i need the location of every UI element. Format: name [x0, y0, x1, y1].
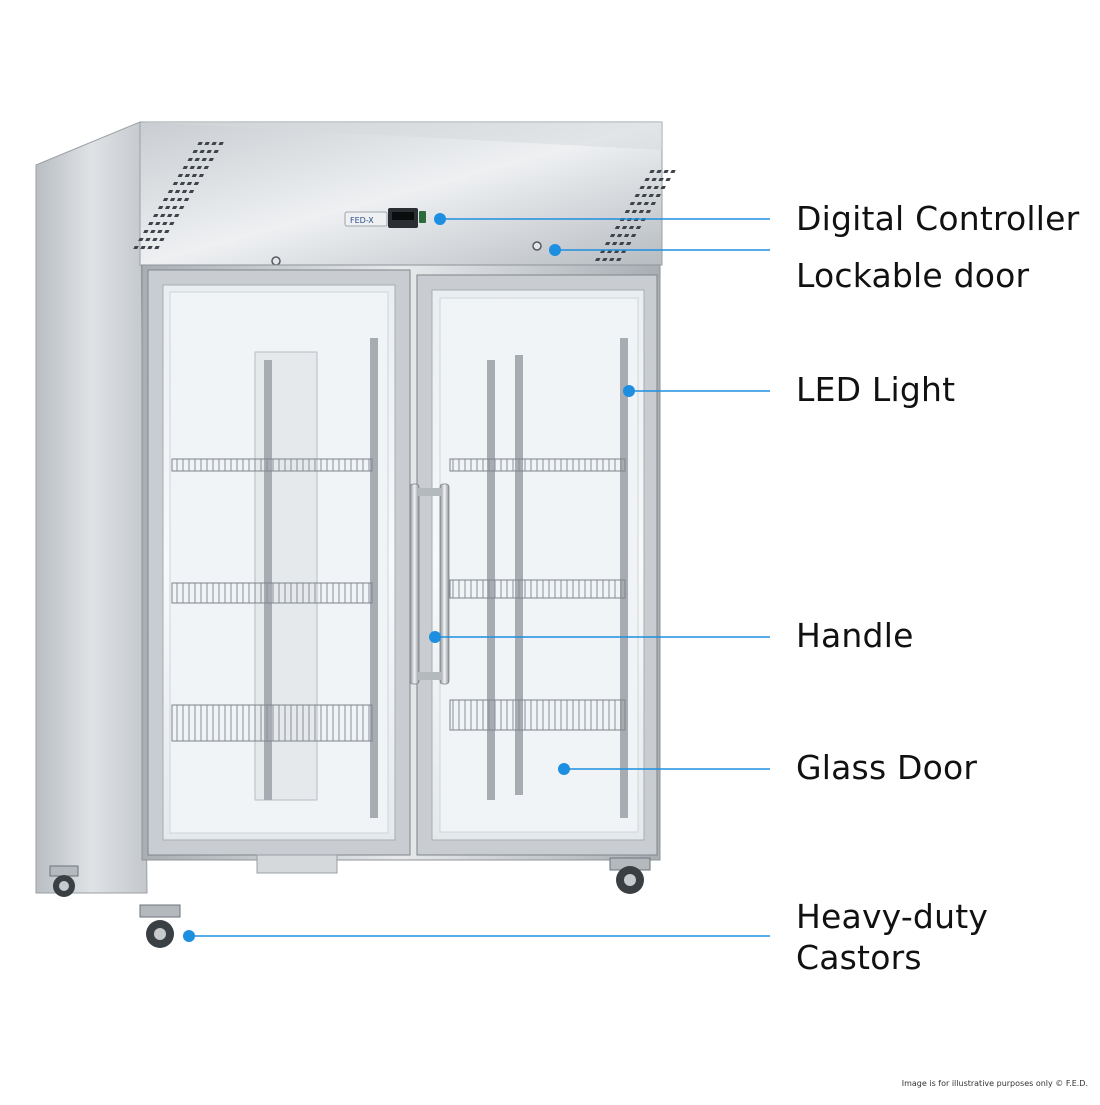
label-handle: Handle — [796, 616, 914, 655]
label-glass-door: Glass Door — [796, 748, 978, 787]
castor-back-left — [49, 865, 79, 897]
castor-front-left — [139, 904, 181, 948]
cabinet-side-panel — [35, 121, 148, 894]
castor-front-right — [609, 857, 651, 894]
brand-logo: FED-X — [350, 216, 374, 225]
cabinet-top-panel — [139, 121, 663, 266]
label-led-light: LED Light — [796, 370, 956, 409]
label-digital-controller: Digital Controller — [796, 199, 1080, 238]
handle-left — [409, 483, 420, 685]
label-castors-line1: Heavy-duty — [796, 897, 989, 936]
callout-digital-controller-pointer — [434, 213, 770, 225]
handle-right — [439, 483, 450, 685]
left-glass-door — [147, 269, 411, 874]
callout-led-light-pointer — [623, 385, 770, 397]
lock-left-icon — [271, 256, 281, 266]
label-lockable-door: Lockable door — [796, 256, 1030, 295]
callout-glass-door-pointer — [558, 763, 770, 775]
right-glass-door — [416, 274, 658, 856]
label-castors-line2: Castors — [796, 938, 922, 977]
vent-left — [133, 142, 224, 249]
callout-handle-pointer — [429, 631, 770, 643]
callout-lockable-door-pointer — [549, 244, 770, 256]
digital-controller: FED-X — [344, 208, 426, 228]
vent-right — [585, 170, 676, 277]
lock-right-icon — [532, 241, 542, 251]
callout-castors-pointer — [183, 930, 770, 942]
disclaimer-text: Image is for illustrative purposes only … — [901, 1079, 1088, 1088]
